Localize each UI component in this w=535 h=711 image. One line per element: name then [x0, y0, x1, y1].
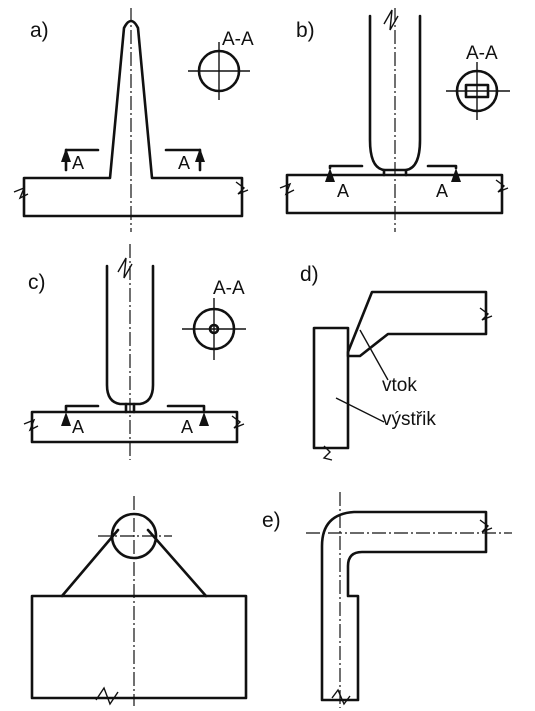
a-cut-label-left: A: [72, 153, 85, 173]
d-wall-break: [322, 445, 333, 461]
f-break: [95, 686, 119, 706]
c-cut-right-arrow: [199, 412, 209, 426]
e-break-bottom: [331, 688, 351, 706]
a-cut-label-right: A: [178, 153, 191, 173]
label-a: a): [30, 19, 49, 42]
e-break-right: [479, 519, 493, 533]
c-cut-left: [64, 404, 100, 412]
c-part: [30, 410, 239, 444]
c-break-right: [231, 415, 245, 429]
d-leader-vtok: [359, 329, 389, 381]
diagram-c: [23, 244, 246, 460]
b-cut-label-left: A: [337, 181, 350, 201]
d-plate: [346, 290, 488, 358]
b-gate-neck: [382, 168, 408, 177]
c-break-left: [23, 418, 39, 432]
b-cut-right: [426, 164, 458, 170]
diagram-a: [13, 8, 250, 232]
label-e: e): [262, 509, 281, 532]
a-part-with-gate: [22, 19, 244, 218]
c-cut-right: [166, 404, 206, 412]
diagram-e: [306, 492, 512, 708]
annotation-vtok: vtok: [382, 375, 417, 396]
b-cut-right-arrow: [451, 168, 461, 182]
b-sprue-break: [383, 9, 399, 31]
b-cut-left: [328, 164, 364, 170]
b-cut-label-right: A: [436, 181, 449, 201]
a-section-label: A-A: [222, 29, 254, 50]
label-b: b): [296, 19, 315, 42]
c-cut-left-arrow: [61, 412, 71, 426]
diagram-b: [279, 8, 510, 232]
annotation-vystrik: výstřik: [382, 409, 436, 430]
b-cut-left-arrow: [325, 168, 335, 182]
a-cut-left-arrow: [61, 148, 71, 162]
c-gate-neck: [124, 402, 136, 414]
a-break-left: [13, 186, 29, 200]
c-cut-label-right: A: [181, 417, 194, 437]
a-break-right: [235, 181, 249, 195]
a-cut-right-arrow: [195, 148, 205, 162]
d-wall: [312, 326, 350, 450]
b-break-right: [495, 179, 509, 193]
d-leader-vystrik: [335, 397, 385, 423]
label-d: d): [300, 263, 319, 286]
b-break-left: [279, 182, 295, 196]
diagram-f: [30, 496, 248, 706]
f-rib: [60, 528, 208, 598]
c-cut-label-left: A: [72, 417, 85, 437]
label-c: c): [28, 271, 46, 294]
d-plate-break: [479, 307, 493, 321]
f-block: [30, 594, 248, 700]
diagram-d: [312, 290, 493, 461]
b-section-label: A-A: [466, 43, 498, 64]
c-section-label: A-A: [213, 278, 245, 299]
e-angle-part: [320, 510, 488, 702]
c-sprue-break: [117, 257, 133, 279]
